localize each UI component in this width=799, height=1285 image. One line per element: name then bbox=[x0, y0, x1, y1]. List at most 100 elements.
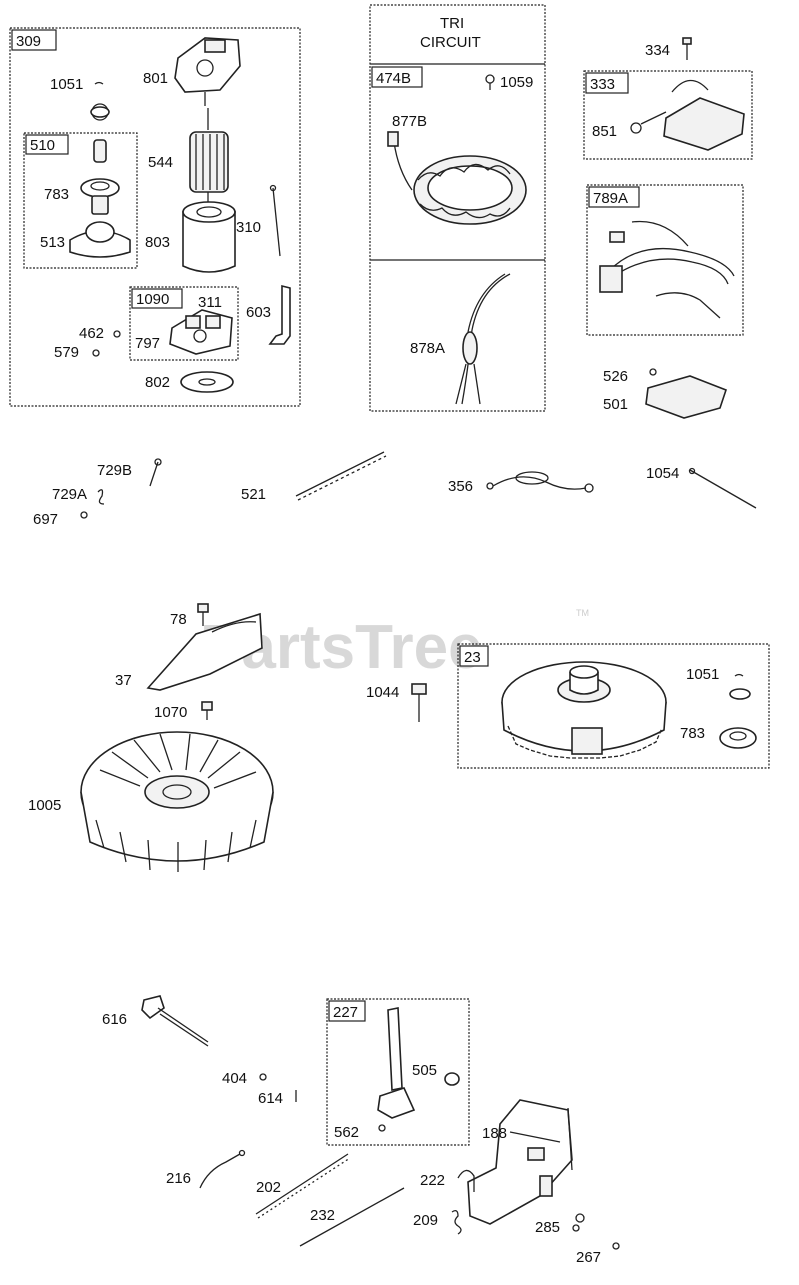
tri-circuit-frame bbox=[369, 4, 546, 412]
alternator-stator-part[interactable] bbox=[387, 131, 527, 225]
nut-404-part[interactable] bbox=[259, 1073, 267, 1081]
label-783-starter: 783 bbox=[44, 186, 69, 203]
screw-729B-part[interactable] bbox=[149, 458, 162, 487]
box-474B-label: 474B bbox=[376, 70, 411, 87]
label-521: 521 bbox=[241, 486, 266, 503]
label-216: 216 bbox=[166, 1170, 191, 1187]
box-789A-tag[interactable] bbox=[588, 186, 640, 208]
washer-505-part[interactable] bbox=[444, 1072, 460, 1086]
box-510-tag[interactable] bbox=[25, 134, 69, 155]
module-501-part[interactable] bbox=[645, 368, 727, 419]
clip-1051-part[interactable] bbox=[94, 81, 104, 85]
box-309-tag[interactable] bbox=[11, 29, 57, 51]
box-227-label: 227 bbox=[333, 1004, 358, 1021]
brush-plate-part[interactable] bbox=[169, 309, 233, 355]
label-404: 404 bbox=[222, 1070, 247, 1087]
starter-cup-783-part[interactable] bbox=[719, 688, 757, 749]
washer-802-part[interactable] bbox=[180, 371, 234, 393]
label-803: 803 bbox=[145, 234, 170, 251]
label-505: 505 bbox=[412, 1062, 437, 1079]
through-bolt-310-part[interactable] bbox=[269, 184, 281, 257]
governor-lever-616-part[interactable] bbox=[141, 995, 209, 1047]
bracket-603-part[interactable] bbox=[268, 284, 291, 345]
box-309-frame bbox=[9, 27, 301, 407]
label-1059: 1059 bbox=[500, 74, 533, 91]
box-1090-frame bbox=[129, 286, 239, 361]
box-23-frame bbox=[457, 643, 770, 769]
label-1005: 1005 bbox=[28, 797, 61, 814]
label-562: 562 bbox=[334, 1124, 359, 1141]
label-1044: 1044 bbox=[366, 684, 399, 701]
label-267: 267 bbox=[576, 1249, 601, 1266]
clip-1051-flywheel-part[interactable] bbox=[734, 673, 744, 677]
box-789A-frame bbox=[586, 184, 744, 336]
label-801: 801 bbox=[143, 70, 168, 87]
label-311: 311 bbox=[198, 294, 222, 311]
label-878A: 878A bbox=[410, 340, 445, 357]
label-1070: 1070 bbox=[154, 704, 187, 721]
rod-202-part[interactable] bbox=[255, 1153, 351, 1219]
ground-wire-356-part[interactable] bbox=[486, 471, 594, 493]
box-23-tag[interactable] bbox=[459, 645, 489, 667]
box-23-label: 23 bbox=[464, 649, 481, 666]
watermark-trademark: TM bbox=[576, 608, 589, 618]
label-202: 202 bbox=[256, 1179, 281, 1196]
label-1051-top: 1051 bbox=[50, 76, 83, 93]
wire-521-part[interactable] bbox=[295, 451, 387, 501]
blower-screen-37-part[interactable] bbox=[146, 612, 263, 691]
box-227-tag[interactable] bbox=[328, 1000, 366, 1022]
box-333-tag[interactable] bbox=[585, 72, 629, 94]
label-188: 188 bbox=[482, 1125, 507, 1142]
drive-end-cap-part[interactable] bbox=[174, 37, 241, 106]
armature-part[interactable] bbox=[189, 108, 229, 204]
label-232: 232 bbox=[310, 1207, 335, 1224]
label-526: 526 bbox=[603, 368, 628, 385]
box-227-frame bbox=[326, 998, 470, 1146]
motor-housing-part[interactable] bbox=[182, 201, 236, 273]
label-462: 462 bbox=[79, 325, 104, 342]
label-78: 78 bbox=[170, 611, 187, 628]
label-285: 285 bbox=[535, 1219, 560, 1236]
tri-circuit-line2: CIRCUIT bbox=[420, 34, 481, 51]
label-783-flywheel: 783 bbox=[680, 725, 705, 742]
screw-334-part[interactable] bbox=[682, 37, 692, 60]
stud-1059-part[interactable] bbox=[485, 74, 495, 90]
label-222: 222 bbox=[420, 1172, 445, 1189]
clip-729A-part[interactable] bbox=[97, 489, 105, 505]
rod-232-part[interactable] bbox=[299, 1187, 405, 1247]
label-729A: 729A bbox=[52, 486, 87, 503]
label-802: 802 bbox=[145, 374, 170, 391]
wire-harness-878A-part[interactable] bbox=[455, 273, 511, 405]
box-1090-tag[interactable] bbox=[131, 288, 183, 309]
spring-222-part[interactable] bbox=[457, 1169, 475, 1192]
box-510-frame bbox=[23, 132, 138, 269]
rectifier-333-part[interactable] bbox=[630, 79, 745, 151]
label-513: 513 bbox=[40, 234, 65, 251]
wire-1054-part[interactable] bbox=[688, 467, 757, 509]
control-bracket-188-part[interactable] bbox=[467, 1099, 573, 1225]
governor-crank-227-part[interactable] bbox=[377, 1007, 416, 1132]
spring-209-part[interactable] bbox=[451, 1210, 462, 1235]
screw-1070-part[interactable] bbox=[201, 701, 213, 720]
washer-697-part[interactable] bbox=[80, 511, 88, 519]
washer-579-part[interactable] bbox=[92, 349, 100, 357]
label-1051-flywheel: 1051 bbox=[686, 666, 719, 683]
screw-267-part[interactable] bbox=[612, 1242, 620, 1250]
nut-285-part[interactable] bbox=[572, 1213, 585, 1232]
link-216-part[interactable] bbox=[199, 1149, 246, 1189]
label-616: 616 bbox=[102, 1011, 127, 1028]
flywheel-23-part[interactable] bbox=[501, 661, 667, 759]
box-309-label: 309 bbox=[16, 33, 41, 50]
pinion-assembly-part[interactable] bbox=[69, 103, 131, 258]
screw-462-part[interactable] bbox=[113, 330, 121, 338]
screw-78-part[interactable] bbox=[197, 603, 209, 626]
flywheel-fan-part[interactable] bbox=[80, 731, 274, 872]
label-614: 614 bbox=[258, 1090, 283, 1107]
bolt-1044-part[interactable] bbox=[411, 683, 427, 722]
box-789A-label: 789A bbox=[593, 190, 628, 207]
box-474B-tag[interactable] bbox=[371, 66, 423, 88]
label-797: 797 bbox=[135, 335, 160, 352]
wire-harness-789A-part[interactable] bbox=[599, 220, 735, 319]
